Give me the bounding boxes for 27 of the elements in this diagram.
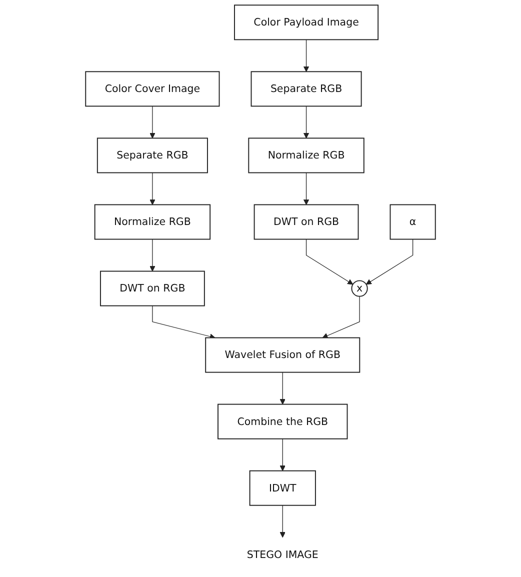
node-box: Wavelet Fusion of RGB: [205, 337, 360, 373]
arrow: [322, 296, 360, 338]
node-text: STEGO IMAGE: [246, 548, 318, 560]
node-box: Color Cover Image: [85, 71, 220, 107]
arrow: [152, 305, 216, 340]
node-box: Normalize RGB: [94, 204, 211, 240]
node-box: α: [390, 204, 436, 240]
arrow: [150, 238, 156, 272]
arrow: [280, 372, 286, 405]
node-box: Color Payload Image: [234, 4, 379, 40]
arrow: [303, 39, 310, 72]
node-box: Normalize RGB: [248, 138, 364, 174]
arrow: [150, 172, 156, 205]
arrow: [306, 238, 354, 285]
node-box: Combine the RGB: [218, 404, 348, 440]
arrow: [280, 505, 286, 538]
node-box: DWT on RGB: [100, 270, 205, 306]
node-box: DWT on RGB: [254, 204, 359, 240]
arrow: [280, 438, 286, 472]
arrow: [150, 106, 156, 138]
node-box: IDWT: [249, 470, 316, 506]
arrow: [366, 238, 414, 285]
node-box: Separate RGB: [250, 71, 362, 107]
node-circle: x: [351, 280, 368, 297]
node-box: Separate RGB: [96, 138, 208, 174]
arrow: [303, 172, 310, 205]
arrow: [303, 106, 310, 138]
